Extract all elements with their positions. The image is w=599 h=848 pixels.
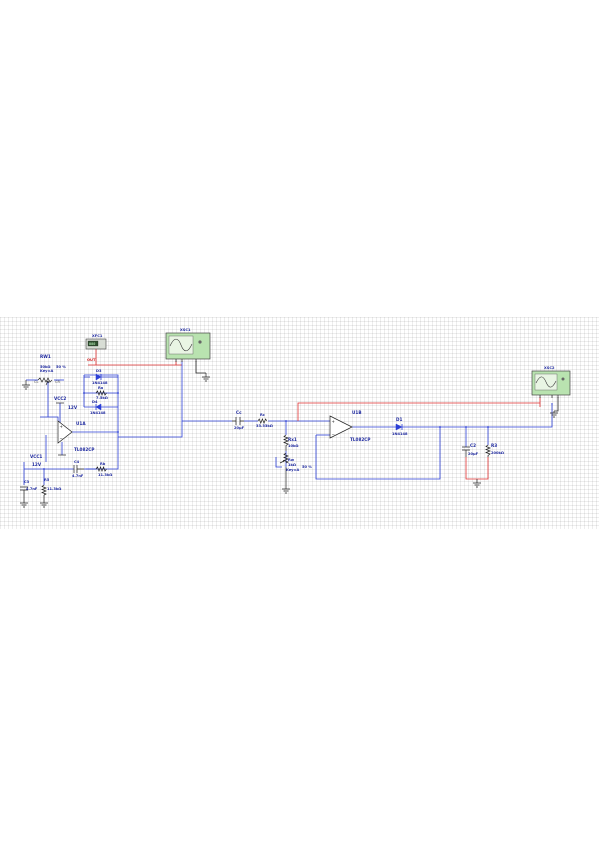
- rw-key: Key=A: [286, 468, 300, 472]
- frequency-counter-xfc1[interactable]: [85, 338, 107, 350]
- rw1-key: Key=A: [40, 369, 54, 373]
- r3-value: 200kΩ: [491, 451, 504, 455]
- rw1-value: 50kΩ: [40, 365, 50, 369]
- rx1-value: 10kΩ: [288, 444, 298, 448]
- u1a-ref: U1A: [76, 421, 86, 426]
- wire-opamp1-ninv: [40, 416, 59, 421]
- xsc2-ref: XSC2: [544, 366, 555, 370]
- resistor-rc[interactable]: [257, 418, 268, 424]
- d1-model: 1N4148: [392, 432, 408, 436]
- xsc1-ref: XSC1: [180, 328, 191, 332]
- wire-scope2-ground: [554, 397, 559, 412]
- resistor-rx1[interactable]: [283, 434, 289, 451]
- resistor-ra[interactable]: [95, 390, 107, 396]
- rw-ref: Rw: [288, 458, 295, 462]
- vcc2-value: 12V: [68, 405, 78, 410]
- rw-value: 1kΩ: [288, 463, 296, 467]
- diode-d4[interactable]: [95, 403, 102, 411]
- resistor-rb[interactable]: [95, 466, 107, 472]
- svg-text:−: −: [332, 432, 335, 437]
- capacitor-c3[interactable]: [20, 486, 28, 495]
- cc-ref: Cc: [236, 410, 242, 415]
- c2-value: 20μF: [468, 452, 479, 456]
- wire-scope1-ground: [195, 361, 206, 374]
- capacitor-c4[interactable]: [73, 465, 84, 473]
- rw1-percent: 50 %: [56, 365, 66, 369]
- circuit-diagram: RW1 50kΩ Key=A 50 % CL CR VCC2 12V + − U…: [20, 328, 571, 508]
- rc-ref: Rc: [260, 413, 265, 417]
- pin-cl-label: CL: [34, 380, 39, 384]
- junction-dots: [43, 392, 489, 470]
- d1-ref: D1: [396, 417, 402, 422]
- ground-symbol: [40, 495, 48, 508]
- ground-symbol: [202, 373, 210, 382]
- diode-d3[interactable]: [95, 373, 118, 381]
- d4-model: 1N4148: [90, 411, 106, 415]
- opamp-u1a[interactable]: + −: [57, 420, 73, 444]
- d3-model: 1N4148: [92, 381, 108, 385]
- resistor-r3[interactable]: [485, 444, 491, 457]
- potentiometer-rw[interactable]: [279, 452, 289, 464]
- xfc1-display: 000: [89, 342, 95, 346]
- ground-symbol: [282, 467, 290, 494]
- pin-cr-label: CR: [55, 380, 61, 384]
- capacitor-cc[interactable]: [232, 417, 244, 425]
- wire-rw-wiper: [275, 457, 282, 468]
- wire-red-top-right: [297, 402, 540, 421]
- diode-d1[interactable]: [395, 423, 406, 431]
- r3-ref: R3: [491, 443, 497, 448]
- oscilloscope-xsc1[interactable]: [165, 332, 211, 362]
- u1b-ref: U1B: [352, 410, 362, 415]
- c4-ref: C4: [74, 460, 80, 464]
- potentiometer-rw1[interactable]: [37, 377, 53, 386]
- svg-text:+: +: [60, 424, 63, 429]
- ground-symbol: [22, 380, 30, 390]
- ra-ref: Ra: [98, 386, 104, 390]
- u1a-model: TL082CP: [74, 447, 94, 452]
- schematic-sheet: RW1 50kΩ Key=A 50 % CL CR VCC2 12V + − U…: [0, 317, 599, 529]
- ra-value: 7.5kΩ: [96, 396, 108, 400]
- rb-value: 11.3kΩ: [98, 473, 112, 477]
- r5-ref: R5: [44, 478, 50, 482]
- rx1-ref: Rx1: [288, 437, 297, 442]
- vcc1-value: 12V: [32, 462, 42, 467]
- d4-ref: D4: [92, 400, 98, 404]
- oscilloscope-xsc2[interactable]: [531, 370, 571, 398]
- r5-value: 11.3kΩ: [47, 487, 61, 491]
- opamp-u1b[interactable]: + −: [329, 415, 353, 439]
- wire-out-to-scope: [118, 361, 183, 438]
- wire-d1-out: [406, 403, 553, 428]
- vcc1-ref: VCC1: [30, 454, 42, 459]
- rc-value: 33.33kΩ: [256, 424, 273, 428]
- vcc2-ref: VCC2: [54, 396, 66, 401]
- rb-ref: Rb: [100, 462, 106, 466]
- wire-u1b-feedback: [315, 427, 441, 480]
- wire-red-bottom: [465, 457, 489, 480]
- d3-ref: D3: [96, 369, 102, 373]
- c2-ref: C2: [470, 443, 476, 448]
- c3-ref: C3: [24, 480, 30, 484]
- svg-text:−: −: [60, 436, 63, 441]
- svg-text:+: +: [332, 419, 335, 424]
- u1b-model: TL082CP: [350, 437, 370, 442]
- ground-symbol: [550, 411, 558, 418]
- ground-symbol: [20, 495, 28, 508]
- c4-value: 4.7nF: [72, 474, 84, 478]
- ground-symbol: [473, 479, 481, 488]
- cc-value: 20μF: [234, 426, 245, 430]
- resistor-r5[interactable]: [41, 484, 47, 496]
- capacitor-c2[interactable]: [462, 446, 470, 457]
- c3-value: 4.7nF: [26, 487, 38, 491]
- rw1-ref: RW1: [40, 354, 51, 359]
- xfc1-out-pin: OUT: [87, 358, 96, 362]
- rw-percent: 50 %: [302, 465, 312, 469]
- xfc1-ref: XFC1: [92, 334, 103, 338]
